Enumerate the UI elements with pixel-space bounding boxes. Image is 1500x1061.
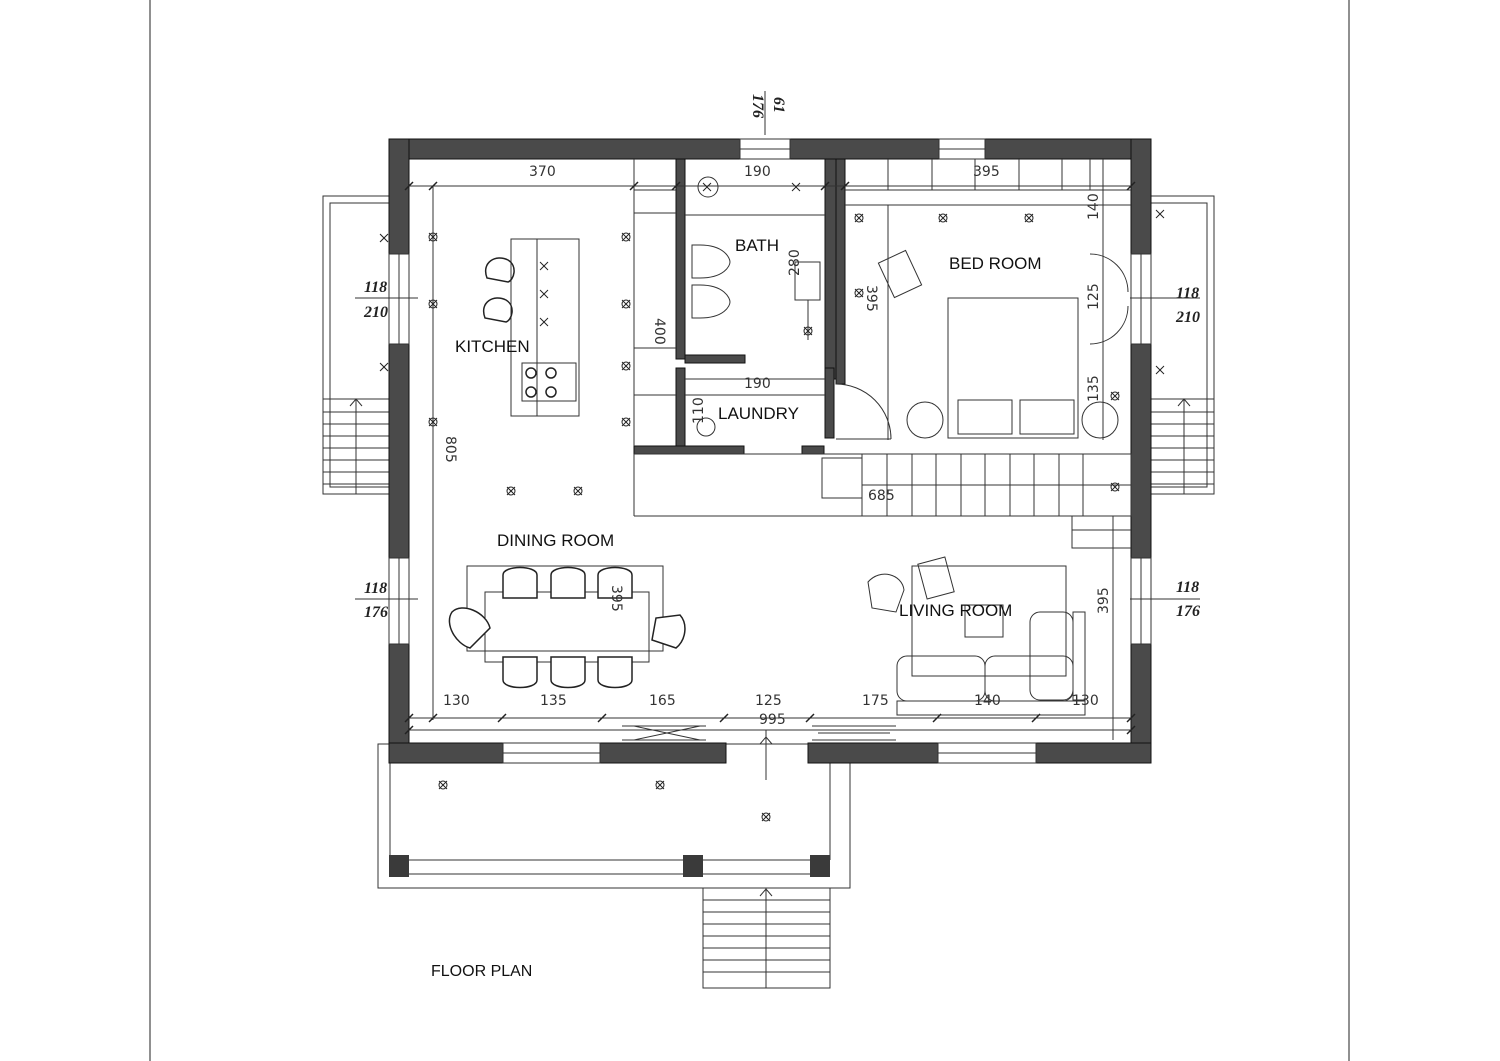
- dim-bottom-d: 125: [755, 693, 782, 709]
- window-label-right-upper-a: 118: [1176, 285, 1199, 302]
- room-label-laundry: LAUNDRY: [718, 404, 799, 423]
- window-label-left-lower-b: 176: [364, 604, 388, 621]
- staircase: [821, 453, 1132, 549]
- room-label-kitchen: KITCHEN: [455, 337, 530, 356]
- dim-total-width: 995: [759, 712, 786, 728]
- plan-title: FLOOR PLAN: [431, 963, 532, 980]
- living-furniture: [867, 556, 1086, 716]
- dim-laundry-width: 190: [744, 376, 771, 392]
- light-fixtures: [428, 213, 1120, 822]
- kitchen-counters: [510, 159, 862, 517]
- left-balcony: [322, 195, 390, 495]
- dim-bottom-g: 130: [1072, 693, 1099, 709]
- dim-bath-height: 280: [787, 249, 803, 276]
- dim-table-length: 395: [608, 585, 624, 612]
- light-marks: [379, 182, 1165, 375]
- room-label-dining: DINING ROOM: [497, 531, 614, 550]
- room-label-bedroom: BED ROOM: [949, 254, 1042, 273]
- dim-laundry-height: 110: [691, 397, 707, 424]
- laundry-fixtures: [685, 383, 892, 440]
- dim-left-total: 805: [442, 436, 458, 463]
- front-porch: [377, 743, 851, 889]
- room-label-living: LIVING ROOM: [899, 601, 1012, 620]
- cooktop: [525, 367, 557, 398]
- room-label-bath: BATH: [735, 236, 779, 255]
- dim-bottom-e: 175: [862, 693, 889, 709]
- doors: [622, 453, 896, 741]
- right-balcony: [1150, 195, 1215, 495]
- window-label-right-lower-b: 176: [1176, 603, 1200, 620]
- window-label-left-upper-a: 118: [364, 279, 387, 296]
- dim-kitchen-width: 370: [529, 164, 556, 180]
- bar-stools: [482, 257, 515, 323]
- porch-columns: [389, 855, 830, 877]
- dim-stair-length: 685: [868, 488, 895, 504]
- dining-chairs: [448, 566, 686, 689]
- dim-kitchen-depth: 400: [651, 318, 667, 345]
- window-glass-lines: [398, 148, 1142, 754]
- dim-living-depth: 395: [1096, 587, 1112, 614]
- window-label-left-lower-a: 118: [364, 580, 387, 597]
- dim-bath-width: 190: [744, 164, 771, 180]
- dim-bottom-c: 165: [649, 693, 676, 709]
- dim-bedroom-width: 395: [973, 164, 1000, 180]
- dim-bottom-f: 140: [974, 693, 1001, 709]
- dim-bedroom-depth: 395: [863, 285, 879, 312]
- dimension-ticks: [404, 181, 1136, 735]
- front-stairs: [702, 730, 831, 989]
- dim-bedroom-door: 125: [1086, 283, 1102, 310]
- bath-fixtures: [685, 176, 825, 340]
- dimension-lines: [355, 91, 1200, 740]
- dim-bedroom-closet: 140: [1086, 193, 1102, 220]
- window-label-top-b: 176: [749, 94, 766, 118]
- dim-bottom-a: 130: [443, 693, 470, 709]
- dim-bottom-b: 135: [540, 693, 567, 709]
- window-label-right-upper-b: 210: [1175, 309, 1200, 326]
- window-label-left-upper-b: 210: [363, 304, 388, 321]
- bedroom-furniture: [845, 159, 1131, 440]
- dim-bedroom-135: 135: [1086, 375, 1102, 402]
- window-label-right-lower-a: 118: [1176, 579, 1199, 596]
- window-label-top-a: 61: [770, 97, 787, 113]
- sheet-border: [149, 0, 1350, 1061]
